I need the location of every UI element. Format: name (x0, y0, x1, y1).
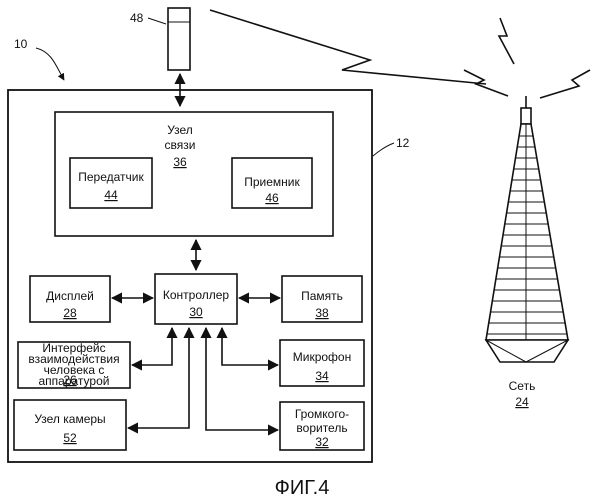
comm-unit-title-1: Узел (167, 123, 193, 137)
hmi-number: 26 (63, 373, 77, 387)
network-label: Сеть (509, 379, 536, 393)
antenna-icon (168, 8, 190, 70)
speaker-number: 32 (315, 435, 329, 449)
comm-unit-title-2: связи (165, 138, 196, 152)
tower-base (486, 340, 568, 362)
tower-signal-bolt-top (499, 18, 514, 64)
transmitter-number: 44 (104, 188, 118, 202)
antenna-ref-label: 48 (130, 11, 144, 25)
receiver-label: Приемник (244, 175, 300, 189)
controller-number: 30 (189, 305, 203, 319)
microphone-number: 34 (315, 369, 329, 383)
figure-caption: ФИГ.4 (275, 477, 330, 499)
receiver-number: 46 (265, 191, 279, 205)
display-number: 28 (63, 306, 77, 320)
microphone-label: Микрофон (293, 350, 351, 364)
device-ref-label: 10 (14, 37, 28, 51)
tower-tip (521, 108, 531, 124)
memory-label: Память (301, 289, 343, 303)
network-number: 24 (515, 395, 529, 409)
tower-body (486, 124, 568, 340)
speaker-line-2: воритель (296, 421, 347, 435)
transmitter-label: Передатчик (78, 170, 144, 184)
tower-signal-bolt-right (540, 70, 590, 98)
comm-unit-number: 36 (173, 155, 187, 169)
housing-ref-leader (373, 143, 394, 156)
camera-number: 52 (63, 431, 77, 445)
camera-label: Узел камеры (34, 412, 105, 426)
wireless-link-zigzag (210, 10, 486, 84)
housing-ref-label: 12 (396, 136, 410, 150)
device-ref-leader (36, 48, 64, 80)
speaker-line-1: Громкого- (295, 407, 349, 421)
display-label: Дисплей (46, 289, 94, 303)
memory-number: 38 (315, 306, 329, 320)
network-tower-icon (464, 18, 590, 362)
antenna-ref-leader (148, 18, 166, 24)
controller-label: Контроллер (163, 288, 230, 302)
